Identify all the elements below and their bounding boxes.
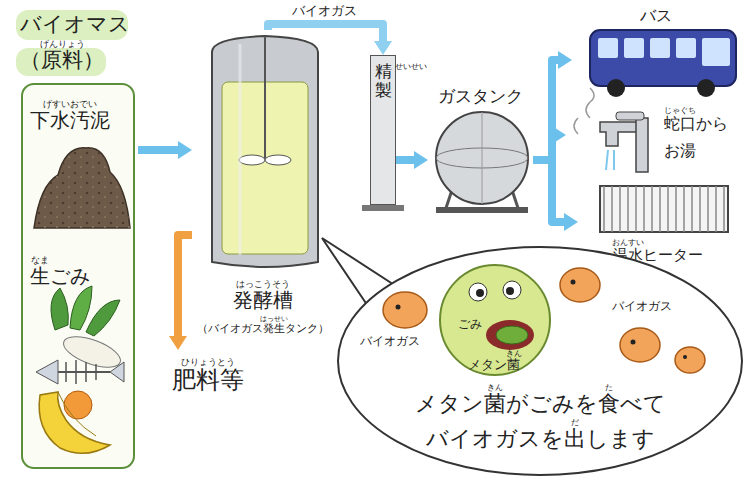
use-name: 蛇口からお湯 (664, 110, 738, 164)
inset-label: バイオガス (360, 335, 420, 347)
furigana: おんすい (612, 239, 644, 247)
biogas-blobs (383, 268, 705, 373)
furigana: じゃぐち (664, 107, 696, 115)
speech-bubble: メタン菌がごみを食べて バイオガスを出します (336, 245, 744, 477)
bus-node: バス (572, 4, 740, 96)
methane-bacterium (440, 265, 550, 375)
tank-name: 発酵槽 (192, 288, 334, 312)
furigana: はっこうそう (236, 280, 290, 289)
furigana: だ (571, 419, 579, 427)
faucet-node: 蛇口からお湯 (566, 100, 742, 174)
furigana: はっせい (260, 316, 288, 323)
furigana: げんりょう (40, 40, 85, 49)
arrowhead (178, 141, 192, 159)
arrowhead (169, 336, 187, 350)
arrowhead (564, 213, 578, 231)
flow-line (138, 146, 179, 154)
digester-tank (212, 36, 318, 267)
item-name: 生ごみ (30, 264, 130, 288)
flow-arrow (533, 51, 572, 160)
furigana: きん (506, 350, 522, 358)
arrowhead (414, 151, 428, 169)
edge-label: バイオガス (290, 3, 359, 18)
flow-arrow (533, 160, 578, 231)
flow-arrow (396, 151, 428, 169)
bubble-text: メタン菌がごみを食べて バイオガスを出します (412, 386, 668, 456)
furigana: げすいおでい (43, 100, 97, 109)
flow-arrow (138, 141, 192, 159)
column-name: 精製 (375, 62, 392, 99)
item-name: 下水汚泥 (30, 108, 130, 132)
flow-line (533, 160, 565, 222)
tank-subtitle: （バイオガス発生タンク） (192, 322, 334, 336)
gas-holder (436, 112, 528, 213)
furigana: きん (487, 384, 503, 392)
flow-line (396, 156, 415, 164)
biomass-frame (16, 10, 134, 468)
arrowhead (374, 41, 392, 55)
digester-node: 発酵槽 （バイオガス発生タンク） (192, 30, 334, 340)
faucet (574, 88, 648, 172)
arrowhead (558, 51, 572, 69)
flow-line (533, 60, 559, 160)
purifier-column: 精製 (370, 55, 396, 205)
column-base (362, 205, 404, 211)
use-name: バス (572, 6, 740, 25)
heater (600, 186, 728, 232)
sludge-pile (34, 148, 130, 228)
output-name: 肥料等 (172, 366, 258, 395)
inset-label: バイオガス (612, 300, 672, 312)
furigana: た (605, 384, 613, 392)
inset-label: メタン菌 (468, 358, 520, 371)
flow-arrow (169, 235, 192, 350)
tank-name: ガスタンク (428, 86, 533, 106)
furigana: せいせい (395, 63, 403, 72)
biomass-panel: バイオマス（原料）下水汚泥生ごみ (16, 6, 138, 474)
gas-tank-node: ガスタンク (428, 82, 533, 212)
furigana: なま (31, 256, 49, 265)
flow-arrow (533, 126, 566, 160)
flow-line (178, 235, 192, 337)
food-waste (36, 286, 124, 453)
inset-label: ごみ (458, 318, 482, 330)
blob-eyes (396, 280, 688, 360)
bus (590, 30, 736, 97)
furigana: ひりょうとう (181, 358, 235, 367)
